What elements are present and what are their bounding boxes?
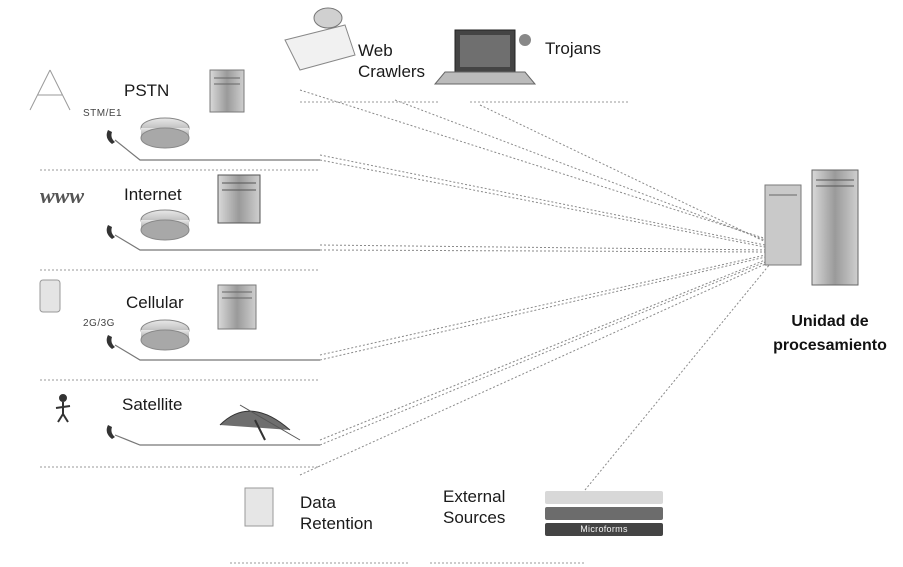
mobile-phone-icon — [39, 279, 61, 313]
svg-text:www: www — [40, 183, 84, 208]
router-icon — [140, 319, 190, 351]
label-data-retention: Data Retention — [300, 493, 373, 534]
trojan-laptop-icon — [433, 29, 537, 85]
processing-unit-icon — [764, 169, 859, 286]
server-icon — [209, 69, 245, 113]
server-icon — [217, 174, 261, 224]
label-web-crawlers: Web Crawlers — [358, 41, 426, 82]
connector-lines — [299, 89, 771, 491]
label-pstn-sub: STM/E1 — [83, 108, 123, 119]
web-crawler-icon — [284, 7, 356, 71]
label-cellular: Cellular — [126, 293, 184, 312]
router-icons — [140, 117, 190, 351]
router-icon — [140, 117, 190, 149]
label-pstn: PSTN — [124, 81, 170, 100]
external-badge-2 — [545, 507, 663, 520]
label-cellular-sub: 2G/3G — [83, 318, 115, 329]
source-icons: www — [29, 69, 84, 423]
router-icon — [140, 209, 190, 241]
label-internet: Internet — [124, 185, 182, 204]
row-separators — [40, 101, 630, 564]
label-external-sources: External Sources — [443, 487, 506, 528]
label-satellite: Satellite — [122, 395, 183, 414]
satellite-dish-icon — [219, 404, 301, 441]
label-trojans: Trojans — [545, 39, 602, 58]
server-icons — [209, 69, 261, 330]
external-badge-3: Microforms — [545, 523, 663, 536]
person-icon — [55, 394, 71, 423]
data-retention-icon — [244, 487, 274, 527]
phone-lines — [114, 139, 320, 446]
server-icon — [217, 284, 257, 330]
phone-handset-icons — [106, 130, 115, 439]
www-icon: www — [40, 183, 84, 208]
label-processing-unit: Unidad de procesamiento — [773, 313, 887, 354]
antenna-icon — [29, 69, 71, 111]
external-badge-1 — [545, 491, 663, 504]
